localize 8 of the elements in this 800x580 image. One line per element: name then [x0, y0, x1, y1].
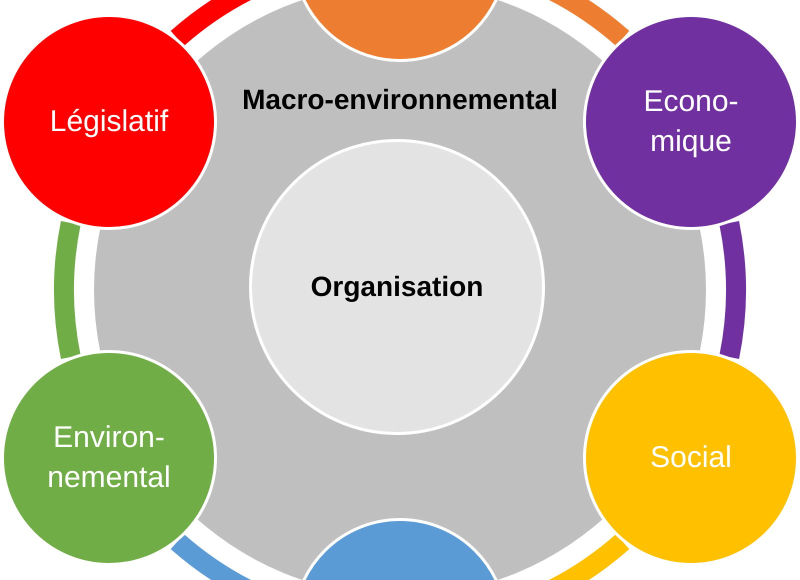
- ring-arc: [54, 222, 81, 358]
- node-label: Macro-environnemental: [242, 84, 558, 116]
- node-label: Econo- mique: [642, 84, 740, 160]
- node-label: Environ- nemental: [46, 420, 172, 496]
- node-label: Social: [649, 440, 733, 476]
- node-label: Organisation: [310, 271, 484, 303]
- ring-arc: [719, 222, 746, 358]
- node-label: Législatif: [48, 104, 170, 140]
